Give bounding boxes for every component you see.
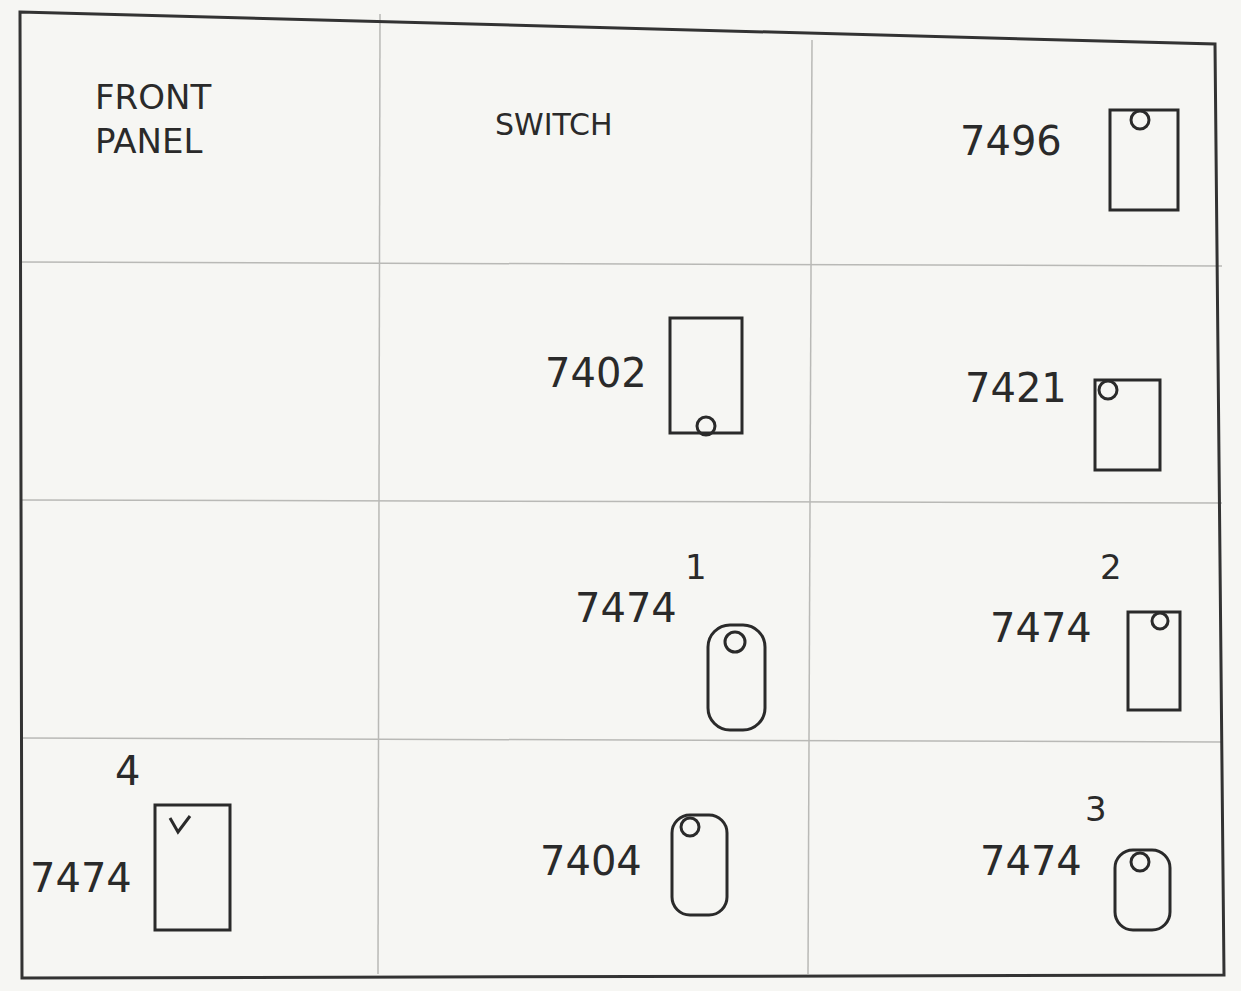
chip-part-number: 7421 bbox=[965, 365, 1067, 411]
chip-outline bbox=[708, 625, 765, 730]
chip-notch bbox=[681, 818, 699, 836]
chip-notch bbox=[725, 632, 745, 652]
chip-part-number: 7474 bbox=[30, 855, 132, 901]
board-outline bbox=[20, 12, 1224, 978]
chip-part-number: 7474 bbox=[575, 585, 677, 631]
chip-notch bbox=[697, 417, 715, 435]
chip-outline bbox=[672, 815, 727, 915]
grid-lines bbox=[20, 14, 1222, 974]
callout-number: 2 bbox=[1100, 548, 1122, 587]
area-label: FRONT PANEL bbox=[95, 75, 225, 163]
chip-outline bbox=[1095, 380, 1160, 470]
chip-part-number: 7474 bbox=[990, 605, 1092, 651]
chip-part-number: 7474 bbox=[980, 838, 1082, 884]
callout-number: 4 bbox=[115, 748, 140, 794]
area-label: SWITCH bbox=[495, 108, 613, 143]
chip-part-number: 7402 bbox=[545, 350, 647, 396]
chip-outline bbox=[1115, 850, 1170, 930]
chip-outline bbox=[1110, 110, 1178, 210]
chip-notch bbox=[170, 816, 190, 832]
chip-part-number: 7404 bbox=[540, 838, 642, 884]
chip-notch bbox=[1152, 613, 1168, 629]
chip-notch bbox=[1131, 111, 1149, 129]
callout-number: 1 bbox=[685, 548, 707, 587]
callout-number: 3 bbox=[1085, 790, 1107, 829]
chip-outline bbox=[1128, 612, 1180, 710]
chip-notch bbox=[1099, 381, 1117, 399]
chip-notch bbox=[1131, 853, 1149, 871]
chip-part-number: 7496 bbox=[960, 118, 1062, 164]
chip-outlines bbox=[155, 110, 1180, 930]
chip-outline bbox=[155, 805, 230, 930]
